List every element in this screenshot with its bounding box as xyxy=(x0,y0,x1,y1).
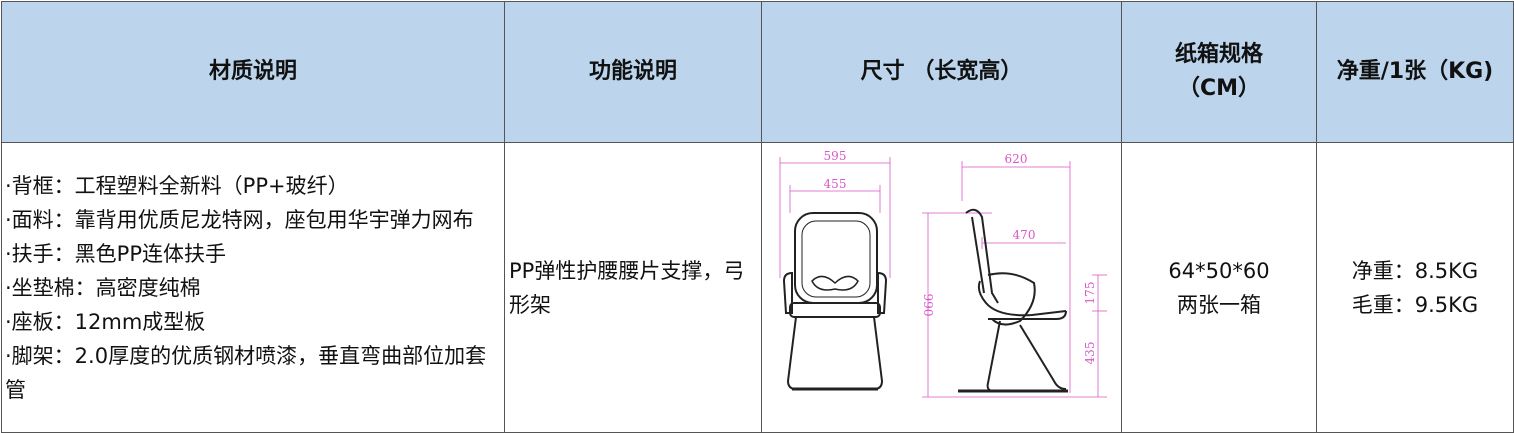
carton-size: 64*50*60 xyxy=(1168,258,1270,283)
material-line: ·背框：工程塑料全新料（PP+玻纤） xyxy=(5,173,349,198)
material-line: ·脚架：2.0厚度的优质钢材喷漆，垂直弯曲部位加套管 xyxy=(5,343,487,402)
weight-cell: 净重：8.5KG 毛重：9.5KG xyxy=(1316,142,1514,433)
size-drawing-cell: 595 455 xyxy=(761,142,1122,433)
header-weight: 净重/1张（KG) xyxy=(1316,1,1514,143)
material-cell: ·背框：工程塑料全新料（PP+玻纤） ·面料：靠背用优质尼龙特网，座包用华宇弹力… xyxy=(1,142,505,433)
header-function: 功能说明 xyxy=(504,1,762,143)
material-line: ·面料：靠背用优质尼龙特网，座包用华宇弹力网布 xyxy=(5,207,474,232)
chair-front-view xyxy=(782,212,888,391)
dim-seat-depth: 470 xyxy=(1013,228,1036,242)
gross-weight: 毛重：9.5KG xyxy=(1351,292,1479,317)
header-carton-line1: 纸箱规格 xyxy=(1174,42,1263,67)
header-carton-line2: （CM） xyxy=(1177,76,1261,101)
header-material: 材质说明 xyxy=(1,1,505,143)
front-dimension-lines xyxy=(779,157,891,278)
material-line: ·坐垫棉：高密度纯棉 xyxy=(5,275,201,300)
dim-side-depth: 620 xyxy=(1005,152,1028,166)
function-cell: PP弹性护腰腰片支撑，弓形架 xyxy=(504,142,762,433)
header-row: 材质说明 功能说明 尺寸 （长宽高） 纸箱规格 （CM） 净重/1张（KG) xyxy=(1,1,1514,143)
material-line: ·座板：12mm成型板 xyxy=(5,309,206,334)
dim-seat-height: 435 xyxy=(1083,342,1097,365)
side-dimension-lines xyxy=(922,161,1107,398)
dim-front-inner: 455 xyxy=(824,177,847,191)
header-carton: 纸箱规格 （CM） xyxy=(1121,1,1317,143)
material-line: ·扶手：黑色PP连体扶手 xyxy=(5,241,227,266)
net-weight: 净重：8.5KG xyxy=(1351,258,1479,283)
data-row: ·背框：工程塑料全新料（PP+玻纤） ·面料：靠背用优质尼龙特网，座包用华宇弹力… xyxy=(1,142,1514,433)
dim-arm-height: 175 xyxy=(1083,282,1097,305)
chair-side-view xyxy=(958,208,1068,393)
dim-total-height: 990 xyxy=(921,294,935,317)
carton-note: 两张一箱 xyxy=(1177,292,1261,317)
dim-front-outer: 595 xyxy=(824,149,847,163)
carton-cell: 64*50*60 两张一箱 xyxy=(1121,142,1317,433)
chair-dimension-drawing: 595 455 xyxy=(779,149,1107,398)
header-size: 尺寸 （长宽高） xyxy=(761,1,1122,143)
